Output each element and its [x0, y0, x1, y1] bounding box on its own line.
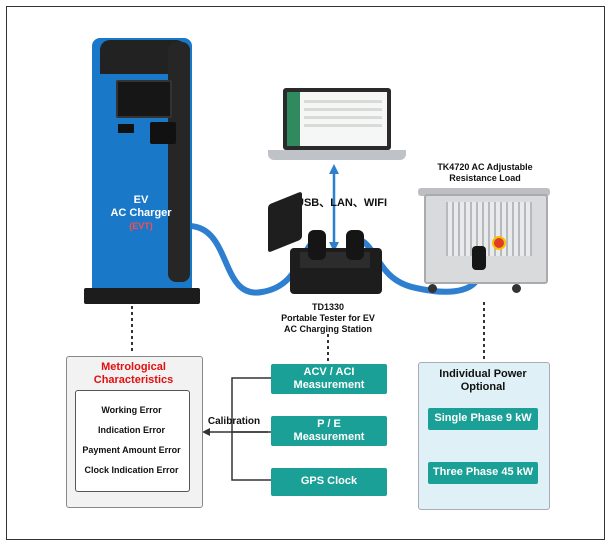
ev-charger-base: [84, 288, 200, 304]
acv-aci-measurement-box: ACV / ACI Measurement: [271, 364, 387, 394]
laptop-app-row: [304, 116, 382, 119]
card-slot-icon: [118, 124, 134, 133]
tester-label: TD1330 Portable Tester for EV AC Chargin…: [281, 302, 375, 334]
ev-charger-holster: [168, 42, 190, 282]
emergency-stop-icon: [492, 236, 506, 250]
charging-plug-icon: [308, 230, 326, 260]
wheel-icon: [512, 284, 521, 293]
calibration-label: Calibration: [207, 416, 261, 427]
load-frame: [418, 188, 550, 196]
calibration-arrow-head: [202, 428, 210, 436]
rfid-reader-icon: [150, 122, 176, 144]
three-phase-option: Three Phase 45 kW: [428, 462, 538, 484]
laptop-app-row: [304, 108, 382, 111]
laptop-app-row: [304, 100, 382, 103]
metrological-list: [75, 390, 190, 492]
charging-plug-icon: [472, 246, 486, 270]
metrological-title: Metrological Characteristics: [93, 361, 174, 387]
charging-plug-icon: [346, 230, 364, 260]
power-energy-measurement-box: P / E Measurement: [271, 416, 387, 446]
calibration-bracket: [231, 377, 271, 481]
ev-charger-label: EV AC Charger: [110, 194, 172, 220]
load-label: TK4720 AC Adjustable Resistance Load: [437, 162, 533, 183]
gps-clock-box: GPS Clock: [271, 468, 387, 496]
metrological-item: Working Error: [101, 405, 162, 415]
metrological-item: Indication Error: [97, 425, 165, 435]
laptop-app-sidebar: [287, 92, 300, 146]
power-options-title: Individual Power Optional: [439, 368, 527, 394]
laptop-app-row: [304, 124, 382, 127]
ev-charger-screen: [116, 80, 172, 118]
wheel-icon: [428, 284, 437, 293]
power-options-box: [418, 362, 550, 510]
connection-label: USB、LAN、WIFI: [296, 197, 388, 209]
comm-arrow-head-up: [329, 164, 339, 174]
load-vent-grill: [446, 202, 532, 256]
laptop-base: [268, 150, 406, 160]
ev-charger-sublabel: (EVT): [129, 221, 153, 231]
single-phase-option: Single Phase 9 kW: [428, 408, 538, 430]
metrological-item: Clock Indication Error: [84, 465, 179, 475]
comm-arrow-head-down: [329, 242, 339, 252]
metrological-item: Payment Amount Error: [82, 445, 181, 455]
